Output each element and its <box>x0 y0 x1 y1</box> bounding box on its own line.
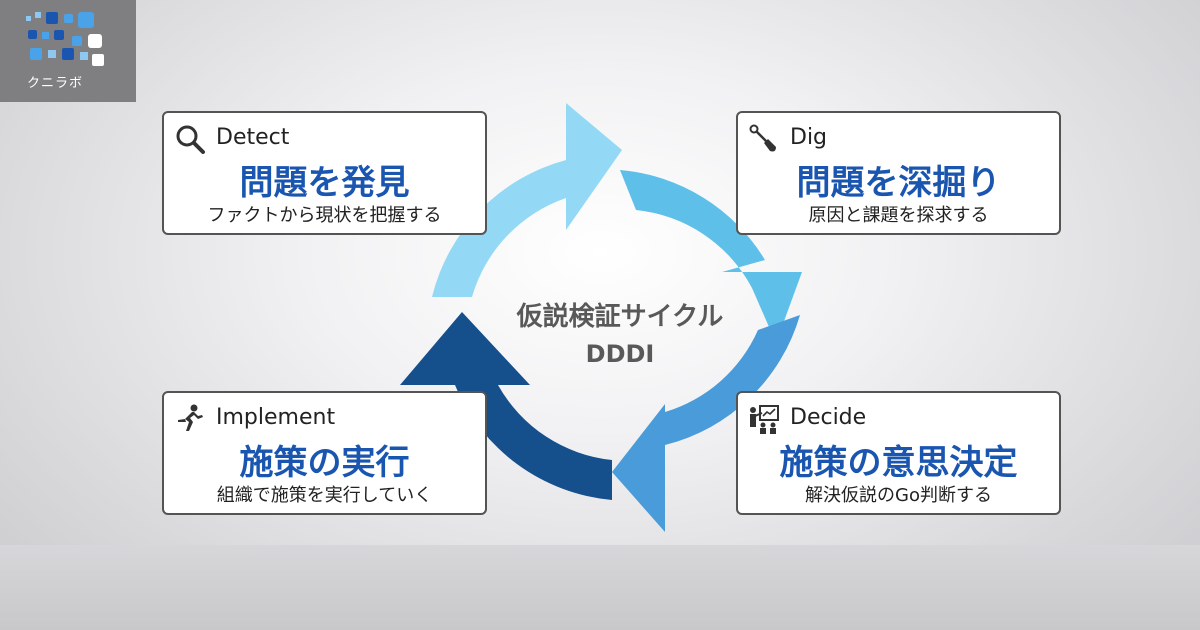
step-card-implement[interactable]: Implement 施策の実行 組織で施策を実行していく <box>162 391 487 515</box>
shovel-icon <box>749 124 776 152</box>
step-description: 解決仮説のGo判断する <box>805 485 992 506</box>
step-card-decide[interactable]: Decide 施策の意思決定 解決仮説のGo判断する <box>736 391 1061 515</box>
step-description: 組織で施策を実行していく <box>216 485 433 506</box>
brand-logo[interactable]: クニラボ <box>0 0 136 102</box>
cycle-subtitle: DDDI <box>585 340 655 368</box>
logo-text: クニラボ <box>26 76 83 91</box>
runner-icon <box>178 404 203 431</box>
arrow-detect <box>432 103 622 297</box>
presentation-icon <box>750 405 779 434</box>
arrow-decide <box>612 315 800 532</box>
step-title: 問題を発見 <box>239 163 410 203</box>
arrow-dig <box>620 170 802 343</box>
step-card-dig[interactable]: Dig 問題を深掘り 原因と課題を探求する <box>736 111 1061 235</box>
floor-band <box>0 545 1200 630</box>
logo-mark-icon <box>26 12 104 66</box>
step-card-detect[interactable]: Detect 問題を発見 ファクトから現状を把握する <box>162 111 487 235</box>
step-title: 問題を深掘り <box>796 163 1001 203</box>
cycle-title: 仮説検証サイクル <box>516 302 724 332</box>
step-label: Detect <box>216 125 290 150</box>
magnifier-icon <box>176 125 205 154</box>
arrow-implement <box>400 312 612 500</box>
step-label: Implement <box>216 405 336 430</box>
step-title: 施策の実行 <box>239 443 410 483</box>
step-description: 原因と課題を探求する <box>808 205 989 226</box>
step-title: 施策の意思決定 <box>779 443 1018 483</box>
step-label: Dig <box>790 125 828 150</box>
step-label: Decide <box>790 405 867 430</box>
step-description: ファクトから現状を把握する <box>207 205 442 226</box>
